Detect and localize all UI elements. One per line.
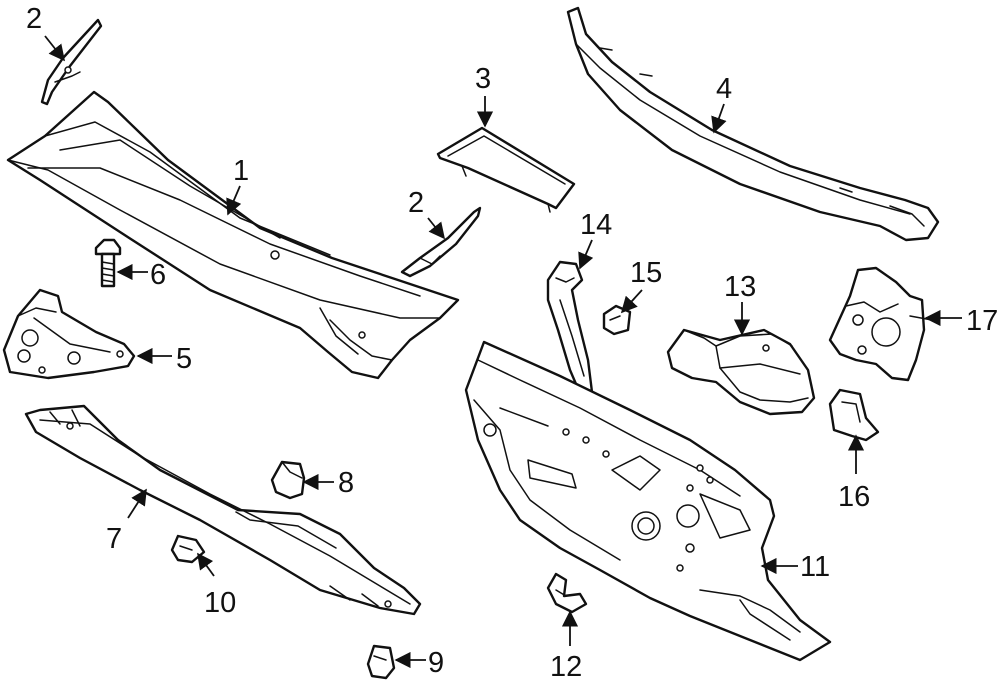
part-5-support: [2, 288, 136, 380]
part-11-dash-panel: [464, 340, 832, 662]
part-10-clip: [170, 534, 206, 564]
callout-2-top-left: 2: [26, 3, 42, 35]
part-16-small-bracket: [828, 388, 880, 442]
callout-9: 9: [428, 647, 444, 679]
part-13-duct: [666, 328, 816, 416]
part-2-seal-strip: [40, 18, 103, 106]
leader-lines: [44, 35, 962, 669]
part-9-clip: [366, 644, 396, 680]
callout-13: 13: [724, 271, 756, 303]
part-8-pad: [270, 460, 306, 500]
part-7-lower-cowl: [24, 404, 422, 616]
callout-7: 7: [106, 523, 122, 555]
callout-16: 16: [838, 481, 870, 513]
part-1-cowl-panel: [6, 90, 460, 380]
callout-4: 4: [716, 73, 732, 105]
callout-6: 6: [150, 259, 166, 291]
callout-17: 17: [966, 305, 998, 337]
part-3-filter-cover: [436, 126, 576, 213]
callout-10: 10: [204, 587, 236, 619]
callout-12: 12: [550, 651, 582, 682]
callout-11: 11: [800, 551, 830, 583]
callout-3: 3: [475, 63, 491, 95]
part-6-bolt: [94, 238, 122, 288]
part-15-clip: [602, 304, 632, 336]
part-14-side-bracket: [546, 260, 594, 400]
callout-14: 14: [580, 209, 612, 241]
callout-15: 15: [630, 257, 662, 289]
part-4-upper-seal: [566, 6, 940, 242]
callout-8: 8: [338, 467, 354, 499]
callout-labels: 2 1 3 4 2 14 15 13 17 6 5 8 7 10 9 16 11…: [26, 3, 998, 682]
part-12-clip: [546, 572, 588, 614]
part-17-bracket: [828, 266, 933, 382]
callout-5: 5: [176, 343, 192, 375]
callout-2-center: 2: [408, 187, 424, 219]
callout-1: 1: [233, 155, 249, 187]
part-2-seal-strip-center: [400, 206, 482, 278]
